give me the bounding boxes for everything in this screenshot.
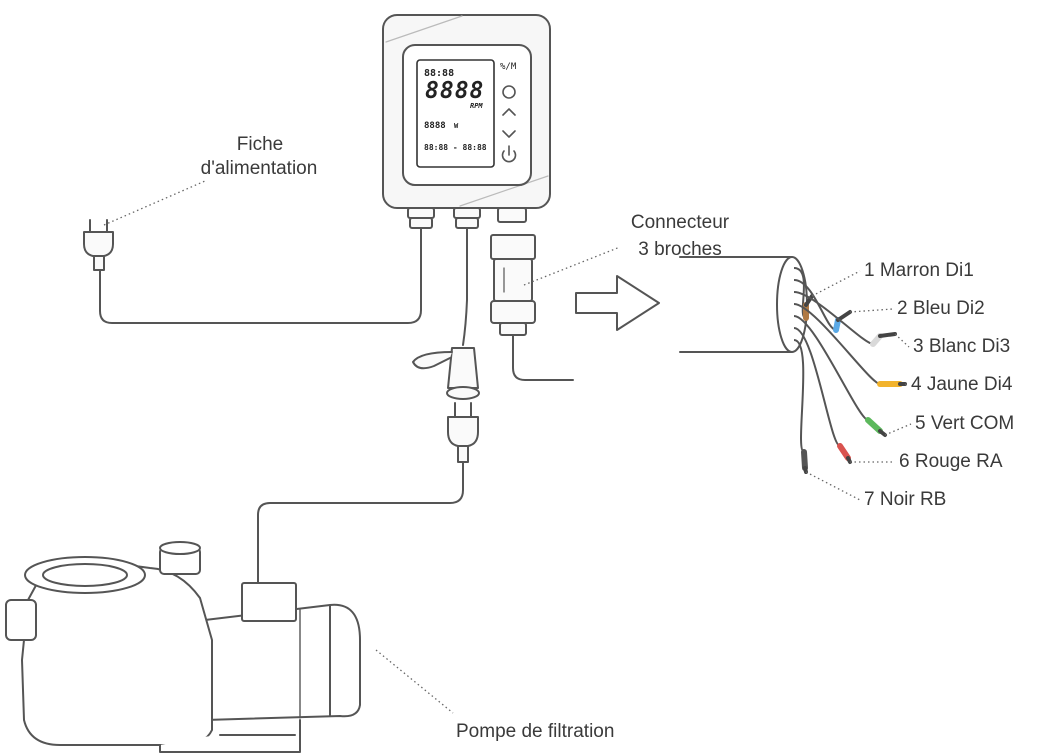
wire-leader-5: [884, 423, 912, 436]
power-cable: [99, 227, 422, 324]
power-plug-label-line2: d'alimentation: [200, 158, 318, 179]
lcd-power-digits: 8888: [424, 121, 446, 131]
connector-label-line2: 3 broches: [638, 239, 722, 260]
mode-button-label: %/M: [500, 62, 517, 72]
pump-cable-upper: [462, 227, 468, 346]
wire-label-6: 6 Rouge RA: [899, 451, 1003, 472]
socket-icon: [412, 347, 480, 400]
connector-3pin-icon: [490, 234, 536, 336]
wire-insulation-7: [801, 449, 808, 471]
pump-cable-lower: [257, 461, 464, 584]
wire-label-2: 2 Bleu Di2: [897, 298, 985, 319]
wire-leader-2: [849, 308, 894, 313]
wire-tip-7: [803, 466, 808, 474]
wire-label-1: 1 Marron Di1: [864, 260, 974, 281]
wire-leader-1: [811, 270, 861, 297]
wire-tip-2: [836, 310, 852, 322]
filtration-pump-icon: [5, 541, 361, 753]
pump-label: Pompe de filtration: [456, 721, 615, 742]
lcd-unit: RPM: [470, 102, 483, 110]
wire-label-3: 3 Blanc Di3: [913, 336, 1011, 357]
controller-box: [382, 14, 551, 209]
lcd-power-unit: W: [454, 122, 459, 130]
wire-leader-7: [805, 471, 861, 501]
wire-tip-6: [846, 456, 852, 464]
wire-insulation-5: [865, 417, 883, 434]
wire-2: [793, 279, 837, 331]
wire-tip-3: [878, 332, 897, 338]
wire-insulation-6: [837, 443, 851, 461]
lcd-main-digits: 8888: [425, 78, 485, 104]
wire-7: [793, 339, 805, 453]
power-plug-icon: [83, 219, 114, 271]
wire-4: [793, 303, 881, 385]
down-arrow-icon: [502, 130, 516, 138]
connector-label-line1: Connecteur: [630, 212, 730, 233]
wire-6: [793, 327, 841, 447]
wire-label-5: 5 Vert COM: [915, 413, 1015, 434]
lcd-clock: 88:88: [424, 68, 455, 79]
pump-plug-icon: [447, 402, 479, 463]
wire-tip-5: [878, 429, 887, 437]
wires-group: [793, 267, 907, 474]
multi-wire-cable: [679, 256, 808, 353]
cable-glands: [407, 207, 527, 229]
power-plug-label-line1: Fiche: [236, 134, 284, 155]
wire-leader-3: [894, 333, 910, 348]
wire-label-7: 7 Noir RB: [864, 489, 947, 510]
wire-5: [793, 315, 869, 421]
lcd-timer: 88:88 - 88:88: [424, 143, 487, 152]
power-icon: [501, 150, 517, 163]
right-arrow-icon: [575, 275, 660, 331]
wire-3: [793, 291, 874, 345]
circle-button-icon: [502, 85, 516, 99]
up-arrow-icon: [502, 108, 516, 116]
wire-label-4: 4 Jaune Di4: [911, 374, 1013, 395]
leader-lines: [103, 180, 621, 714]
wire-leader-4: [904, 383, 908, 386]
connector-cable: [512, 334, 574, 381]
